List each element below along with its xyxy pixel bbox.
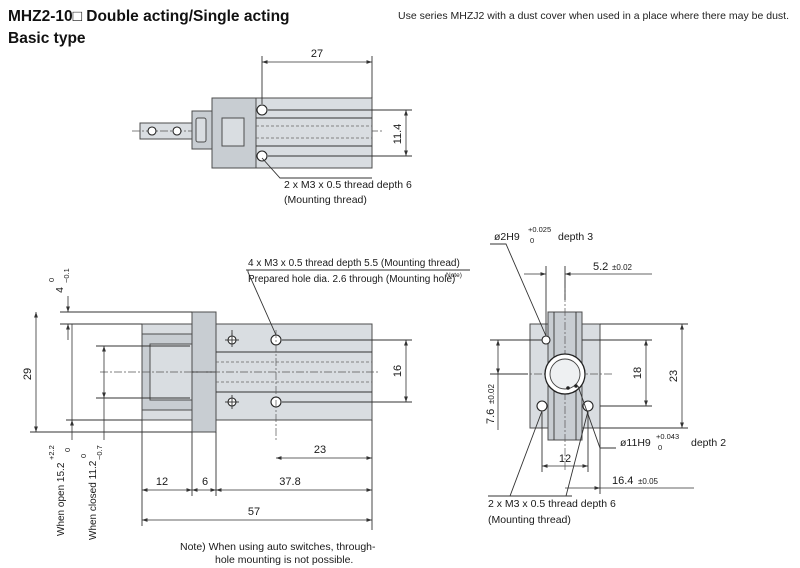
side-closed-tol-upper: 0 (79, 454, 88, 458)
end-view: ø2H9 +0.025 0 depth 3 5.2 ±0.02 18 23 (485, 225, 726, 526)
side-finger-lower (141, 409, 193, 421)
model-title: MHZ2-10□ Double acting/Single acting (8, 8, 290, 25)
side-dim-12: 12 (156, 476, 168, 488)
end-pin-hole-tol-lower: 0 (530, 236, 534, 245)
side-note-line2: hole mounting is not possible. (215, 554, 353, 566)
end-dim-5-2: 5.2 (593, 261, 608, 273)
side-closed-label: When closed 11.2 (88, 460, 99, 540)
top-dim-width: 27 (311, 48, 323, 60)
end-dim-18: 18 (632, 367, 644, 379)
side-dim-57: 57 (248, 506, 260, 518)
side-finger-upper (141, 323, 193, 335)
dust-cover-note: Use series MHZJ2 with a dust cover when … (398, 10, 790, 22)
side-dim-6: 6 (202, 476, 208, 488)
end-thread-sublabel: (Mounting thread) (488, 514, 571, 526)
end-pin-hole-depth: depth 3 (558, 231, 593, 243)
side-dim-23: 23 (314, 444, 326, 456)
side-open-tol-lower: 0 (63, 448, 72, 452)
side-view: 4 x M3 x 0.5 thread depth 5.5 (Mounting … (22, 258, 470, 566)
end-bore-tol-lower: 0 (658, 443, 662, 452)
side-dim-4: 4 (54, 287, 66, 293)
end-mounting-hole-left (536, 400, 548, 412)
side-note-line1: Note) When using auto switches, through- (180, 541, 376, 553)
end-dim-16-4: 16.4 (612, 475, 633, 487)
end-dim-16-4-tol: ±0.05 (638, 477, 659, 486)
subtitle: Basic type (8, 30, 86, 47)
end-dim-7-6: 7.6 (485, 409, 497, 424)
end-dim-23: 23 (668, 370, 680, 382)
side-dim-16: 16 (392, 365, 404, 377)
side-hole-label: Prepared hole dia. 2.6 through (Mounting… (248, 274, 455, 285)
top-mounting-hole-upper (256, 104, 268, 116)
end-mounting-hole-right (582, 400, 594, 412)
side-dim-29: 29 (22, 368, 34, 380)
end-pin-hole (541, 335, 551, 345)
side-open-label: When open 15.2 (56, 462, 67, 536)
side-thread-label: 4 x M3 x 0.5 thread depth 5.5 (Mounting … (248, 258, 460, 269)
side-dim-4-tol-lower: −0.1 (62, 268, 71, 283)
end-dim-12: 12 (559, 453, 571, 465)
end-bore-tol-upper: +0.043 (656, 432, 679, 441)
top-dim-height: 11.4 (392, 124, 404, 145)
end-pin-hole-label: ø2H9 (494, 231, 520, 243)
side-open-tol-upper: +2.2 (47, 445, 56, 460)
end-thread-label: 2 x M3 x 0.5 thread depth 6 (488, 498, 616, 510)
end-dim-7-6-tol: ±0.02 (487, 383, 496, 404)
end-bore-label: ø11H9 (620, 437, 651, 449)
top-finger-hole-right (172, 126, 182, 136)
top-view: 27 11.4 2 x M3 x 0.5 thread depth 6 (Mou… (132, 48, 412, 206)
side-dim-4-tol-upper: 0 (47, 278, 56, 282)
end-dim-5-2-tol: ±0.02 (612, 263, 633, 272)
side-closed-tol-lower: −0.7 (95, 445, 104, 460)
end-bore-depth: depth 2 (691, 437, 726, 449)
side-dim-37-8: 37.8 (279, 476, 300, 488)
top-finger-hole-left (147, 126, 157, 136)
top-thread-label: 2 x M3 x 0.5 thread depth 6 (284, 179, 412, 191)
top-thread-sublabel: (Mounting thread) (284, 194, 367, 206)
side-hole-note-marker: Note) (446, 272, 462, 279)
top-mounting-hole-lower (256, 150, 268, 162)
end-pin-hole-tol-upper: +0.025 (528, 225, 551, 234)
